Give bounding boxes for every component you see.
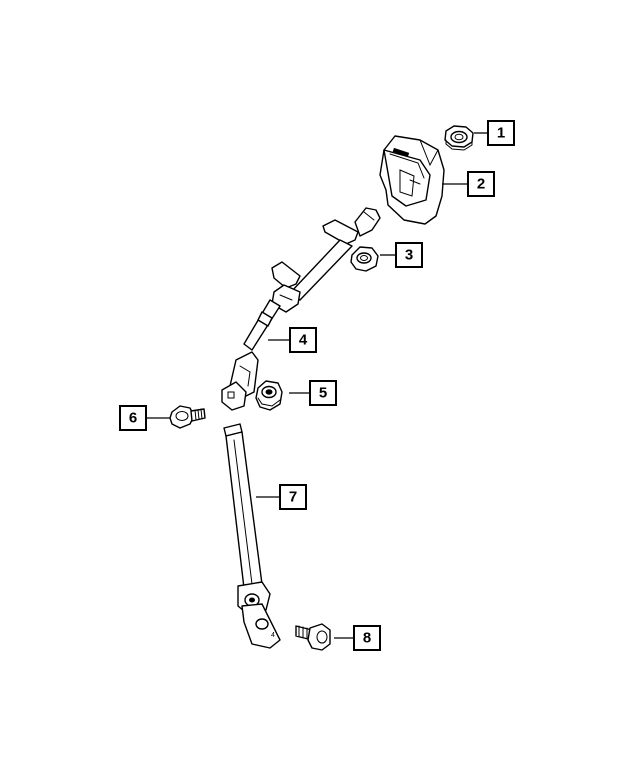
callout-5: 5	[309, 380, 337, 406]
callout-1: 1	[487, 120, 515, 146]
part-5-nut	[255, 380, 283, 411]
callout-3-label: 3	[405, 247, 413, 264]
part-6-bolt	[169, 405, 206, 429]
callout-2: 2	[467, 171, 495, 197]
callout-8: 8	[353, 625, 381, 651]
callout-6: 6	[119, 405, 147, 431]
callout-4: 4	[289, 327, 317, 353]
part-2-bracket	[379, 135, 445, 225]
callout-6-label: 6	[129, 410, 137, 427]
callout-7: 7	[279, 484, 307, 510]
part-4-upper-shaft	[221, 207, 381, 411]
part-7-lower-shaft: 4	[223, 423, 281, 649]
callout-8-label: 8	[363, 630, 371, 647]
callout-4-label: 4	[299, 332, 308, 349]
callout-2-label: 2	[477, 176, 485, 193]
callout-5-label: 5	[319, 385, 327, 402]
callout-3: 3	[395, 242, 423, 268]
callout-1-label: 1	[497, 125, 505, 142]
part-3-nut	[350, 246, 379, 272]
yoke-mark: 4	[271, 632, 275, 639]
part-1-nut	[444, 125, 474, 151]
callout-7-label: 7	[289, 489, 297, 506]
part-8-bolt	[295, 623, 331, 651]
